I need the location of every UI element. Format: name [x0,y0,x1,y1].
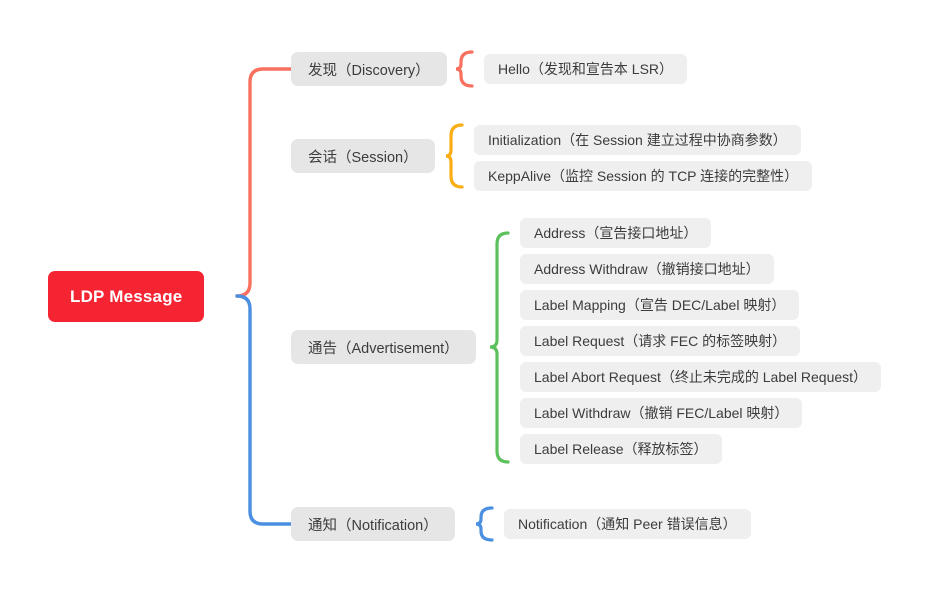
category-node-session[interactable]: 会话（Session） [291,139,435,173]
leaf-node-address[interactable]: Address（宣告接口地址） [520,218,712,248]
category-node-label: 发现（Discovery） [308,62,430,79]
leaf-node-label-abort-request[interactable]: Label Abort Request（终止未完成的 Label Request… [520,362,882,392]
branch-connector-advertisement [489,231,510,464]
leaf-node-address-withdraw[interactable]: Address Withdraw（撤销接口地址） [520,254,774,284]
trunk-upper-connector [235,67,293,298]
leaf-node-label: Label Withdraw（撤销 FEC/Label 映射） [534,405,789,421]
category-node-advertisement[interactable]: 通告（Advertisement） [291,330,476,364]
leaf-node-label: Address（宣告接口地址） [534,225,698,241]
branch-connector-session [445,123,464,189]
category-node-discovery[interactable]: 发现（Discovery） [291,52,447,86]
category-node-label: 通知（Notification） [308,517,438,534]
leaf-node-keppalive[interactable]: KeppAlive（监控 Session 的 TCP 连接的完整性） [474,161,813,191]
leaf-node-label-mapping[interactable]: Label Mapping（宣告 DEC/Label 映射） [520,290,800,320]
leaf-node-label: Label Abort Request（终止未完成的 Label Request… [534,369,868,385]
branch-connector-discovery [455,50,474,88]
leaf-node-label-withdraw[interactable]: Label Withdraw（撤销 FEC/Label 映射） [520,398,803,428]
leaf-node-label: KeppAlive（监控 Session 的 TCP 连接的完整性） [488,168,799,184]
category-node-label: 会话（Session） [308,149,418,166]
root-node-label: LDP Message [70,286,183,306]
leaf-node-label: Label Mapping（宣告 DEC/Label 映射） [534,297,786,313]
leaf-node-hello[interactable]: Hello（发现和宣告本 LSR） [484,54,688,84]
leaf-node-label: Initialization（在 Session 建立过程中协商参数） [488,132,787,148]
leaf-node-label: Address Withdraw（撤销接口地址） [534,261,760,277]
leaf-node-label-release[interactable]: Label Release（释放标签） [520,434,722,464]
leaf-node-initialization[interactable]: Initialization（在 Session 建立过程中协商参数） [474,125,801,155]
category-node-notification[interactable]: 通知（Notification） [291,507,455,541]
category-node-label: 通告（Advertisement） [308,340,459,357]
root-node-ldp-message[interactable]: LDP Message [48,271,205,322]
branch-connector-notification [475,506,494,542]
leaf-node-notification[interactable]: Notification（通知 Peer 错误信息） [504,509,751,539]
leaf-node-label: Label Release（释放标签） [534,441,708,457]
leaf-node-label: Hello（发现和宣告本 LSR） [498,61,674,77]
leaf-node-label-request[interactable]: Label Request（请求 FEC 的标签映射） [520,326,801,356]
leaf-node-label: Label Request（请求 FEC 的标签映射） [534,333,787,349]
leaf-node-label: Notification（通知 Peer 错误信息） [518,516,737,532]
trunk-lower-connector [235,294,293,526]
